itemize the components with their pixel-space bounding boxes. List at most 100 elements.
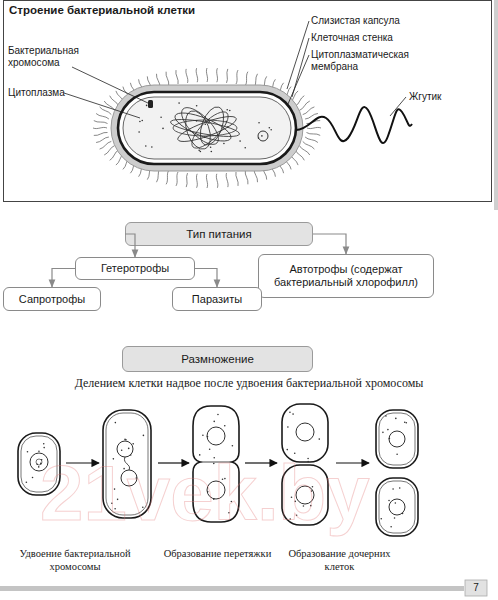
granule <box>296 514 298 516</box>
pilus <box>176 172 178 186</box>
watermark: 21vek.by <box>40 450 470 536</box>
pilus <box>176 70 178 84</box>
granule <box>41 459 43 461</box>
pilus <box>305 114 318 120</box>
node-text: Автотрофы (содержат бактериальный хлороф… <box>263 263 429 289</box>
granule <box>224 478 226 480</box>
granule <box>294 501 296 503</box>
pilus <box>227 69 228 83</box>
part-label: Жгутик <box>409 91 479 103</box>
granule <box>223 143 225 145</box>
pilus <box>110 96 119 107</box>
pilus <box>139 79 144 92</box>
granule <box>287 426 289 428</box>
pilus <box>196 174 198 188</box>
step-caption: Удвоение бактериальной хромосомы <box>5 548 145 573</box>
granule <box>405 422 407 424</box>
granule <box>114 488 116 490</box>
granule <box>139 121 141 123</box>
pilus <box>96 137 109 143</box>
pilus <box>116 91 124 103</box>
granule <box>382 432 384 434</box>
granule <box>222 478 224 480</box>
granule <box>394 517 396 519</box>
bacterial-chromosome <box>169 102 240 153</box>
pilus <box>123 157 130 169</box>
step-arrows <box>66 462 369 463</box>
granule <box>396 453 398 455</box>
part-label: Цитоплазматическая мембрана <box>311 49 431 72</box>
granule <box>292 413 294 415</box>
granule <box>318 438 320 440</box>
type-box: Гетеротрофы <box>75 257 195 280</box>
edge-strip <box>494 0 498 210</box>
division-cells <box>18 404 418 536</box>
pilus <box>303 107 315 115</box>
pilus <box>263 76 267 89</box>
pilus <box>206 174 207 188</box>
granule <box>404 421 406 423</box>
granule <box>224 425 226 427</box>
pilus <box>94 132 108 135</box>
pilus <box>305 137 318 143</box>
node-text: Паразиты <box>192 293 242 306</box>
step-caption: Образование перетяжки <box>160 548 275 561</box>
granule <box>286 449 288 451</box>
pilus <box>245 171 248 185</box>
part-label: Клеточная стенка <box>311 32 481 44</box>
pilus <box>290 91 298 103</box>
granule <box>232 445 234 447</box>
granule <box>294 452 296 454</box>
inclusion <box>148 100 153 108</box>
granule <box>399 487 401 489</box>
granule <box>200 151 202 153</box>
granule <box>289 412 291 414</box>
pilus <box>156 74 160 88</box>
pilus <box>147 76 151 89</box>
pilus <box>270 79 275 92</box>
pilus <box>254 74 257 88</box>
pilus <box>307 120 321 123</box>
granule <box>310 505 312 507</box>
granule <box>160 116 162 118</box>
pilus <box>96 114 109 120</box>
granule <box>229 110 231 112</box>
pilus <box>196 68 198 82</box>
pilus <box>284 157 291 169</box>
granule <box>387 429 389 431</box>
granule <box>141 120 143 122</box>
pilus <box>166 171 169 185</box>
part-label: Бактериальная хромосома <box>8 45 88 68</box>
granule <box>261 135 263 137</box>
pilus <box>226 173 228 187</box>
node-text: Строение бактериальной клетки <box>9 4 486 16</box>
step-caption: Образование дочерних клеток <box>282 548 397 573</box>
granule <box>213 463 215 465</box>
pilus <box>295 96 304 107</box>
granule <box>211 151 213 153</box>
granule <box>258 122 260 124</box>
page-number: 7 <box>465 581 487 595</box>
granule <box>128 448 130 450</box>
granule <box>32 477 34 479</box>
granule <box>136 477 138 479</box>
granule <box>111 502 113 504</box>
granule <box>239 140 241 142</box>
node-text: Сапротрофы <box>19 293 85 306</box>
granule <box>388 500 390 502</box>
pilus <box>186 69 188 83</box>
pilus <box>236 70 238 84</box>
section-box: Размножение <box>122 346 313 372</box>
connector-arrow <box>313 234 346 254</box>
node-text: Размножение <box>181 353 254 366</box>
type-box: Автотрофы (содержат бактериальный хлороф… <box>258 254 434 298</box>
plasmid <box>258 131 268 141</box>
pilus <box>270 164 275 177</box>
granule <box>151 146 153 148</box>
granule <box>303 505 305 507</box>
granule <box>395 502 397 504</box>
granule <box>117 499 119 501</box>
pilus <box>290 154 298 166</box>
pilus <box>307 127 321 128</box>
granule <box>198 150 200 152</box>
